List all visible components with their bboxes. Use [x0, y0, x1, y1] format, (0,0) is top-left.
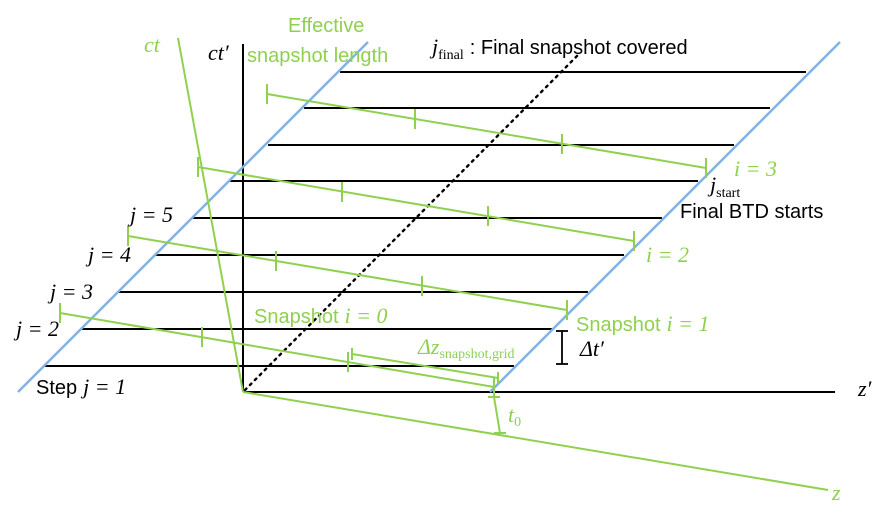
ct-label: ct — [144, 32, 161, 57]
ct-prime-label: ct′ — [208, 40, 230, 65]
j-start-label: jstart — [707, 172, 740, 201]
step-lines — [44, 71, 806, 367]
step-label-4: j = 4 — [85, 242, 131, 267]
z-label: z — [831, 480, 841, 505]
snapshot-line-0 — [59, 312, 495, 388]
i3-label: i = 3 — [734, 156, 777, 181]
final-btd-label: Final BTD starts — [680, 201, 823, 223]
step-label-5: j = 5 — [127, 202, 173, 227]
t0-bracket-line — [493, 396, 501, 434]
t0-label: t0 — [508, 402, 521, 430]
snapshot-line-3 — [266, 93, 707, 169]
snapshot-lines — [59, 93, 707, 388]
dz-bracket-line — [351, 353, 499, 379]
step-label-2: j = 2 — [13, 316, 59, 341]
effective-label-line2: snapshot length — [247, 45, 388, 67]
btd-end-boundary — [489, 41, 841, 393]
z-prime-label: z′ — [857, 376, 873, 401]
dz-label: Δzsnapshot,grid — [417, 334, 515, 362]
z-axis — [242, 391, 829, 491]
dz-bracket — [351, 348, 499, 384]
snapshot-ticks — [59, 84, 707, 397]
effective-label-line1: Effective — [288, 15, 364, 37]
step-label-3: j = 3 — [47, 279, 93, 304]
snapshot-line-2 — [197, 166, 635, 242]
ct-axis — [177, 37, 244, 393]
dt-prime-label: Δt′ — [579, 336, 605, 361]
snapshot-line-1 — [127, 235, 568, 311]
dt-prime-bracket — [556, 330, 568, 365]
j-final-label: jfinal: Final snapshot covered — [429, 34, 688, 63]
t0-bracket — [488, 396, 506, 434]
i2-label: i = 2 — [646, 242, 689, 267]
final-snapshot-dotted-line — [243, 53, 580, 392]
